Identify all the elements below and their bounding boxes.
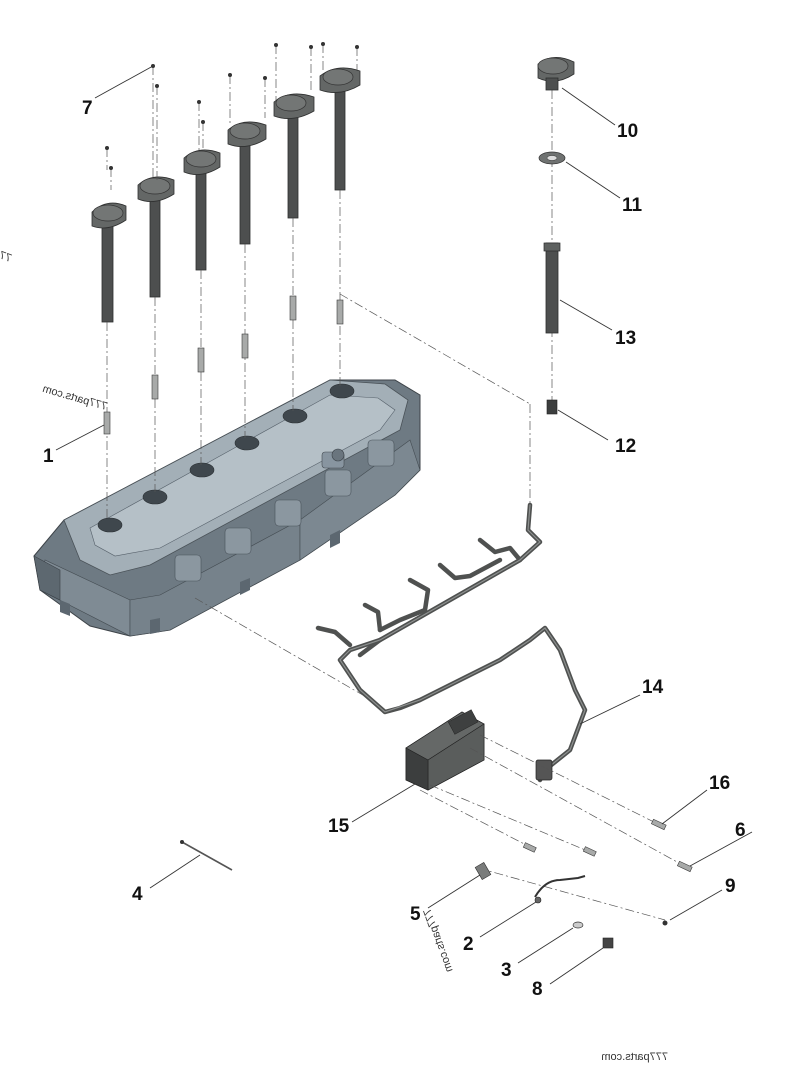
ignition-coil-1 [91,202,127,323]
ignition-coil-3 [183,149,221,271]
module-fasteners [419,734,693,949]
callout-2: 2 [463,934,474,955]
dipstick-rod [180,840,233,871]
watermark-2: 777parts.com [422,907,456,974]
coil-bolts [105,42,359,190]
callout-10: 10 [617,121,638,142]
spark-plugs [103,190,344,520]
watermarks: 777parts.com 777parts.com 777parts.com 7… [0,249,668,1063]
watermark-4: 77 [0,249,13,264]
coil-assembly-exploded [537,57,575,415]
ignition-coil-4 [227,121,267,245]
ignition-coil-6 [319,67,361,191]
callout-9: 9 [725,876,736,897]
watermark-1: 777parts.com [41,383,108,413]
callout-11: 11 [622,195,643,216]
callout-12: 12 [615,436,636,457]
wiring-harness [194,293,588,783]
callout-4: 4 [132,884,143,905]
leader-lines [55,65,753,985]
ignition-coil-5 [273,93,315,219]
callout-5: 5 [410,904,421,925]
watermark-3: 777parts.com [601,1051,668,1063]
callout-16: 16 [709,773,730,794]
callout-6: 6 [735,820,746,841]
control-module [405,709,485,791]
callout-14: 14 [642,677,664,698]
callout-8: 8 [532,979,543,1000]
callout-1: 1 [43,446,54,467]
ignition-coil-2 [137,176,175,298]
callout-7: 7 [82,98,93,119]
callout-15: 15 [328,816,350,837]
callout-3: 3 [501,960,512,981]
callout-13: 13 [615,328,636,349]
callout-numbers: 1 2 3 4 5 6 7 8 9 10 11 12 13 14 15 16 [43,98,746,1000]
valve-cover [33,379,421,637]
